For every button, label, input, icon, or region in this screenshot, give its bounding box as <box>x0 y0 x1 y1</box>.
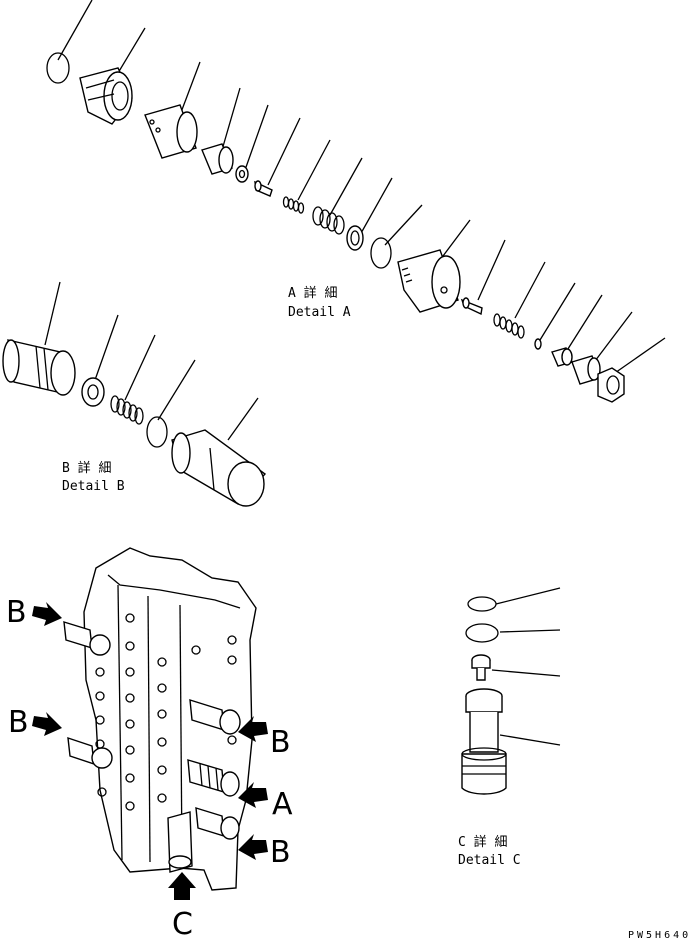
relief-valve-body-icon <box>397 249 461 313</box>
fitting-right-a <box>187 759 240 797</box>
detail-b-group <box>2 281 267 507</box>
fitting-bottom-c <box>167 811 193 873</box>
fitting-left-upper <box>63 621 111 656</box>
callout-b-right-upper: B <box>270 725 291 760</box>
lock-nut-icon <box>597 367 625 403</box>
socket-body-icon <box>79 67 133 125</box>
retainer-ring-icon <box>346 225 364 251</box>
adjust-screw-icon <box>551 347 573 367</box>
arrow-up-icon <box>168 872 196 900</box>
spring-large-icon <box>312 206 345 235</box>
spool-icon <box>2 339 76 396</box>
threaded-screw-icon <box>571 355 601 385</box>
poppet-icon <box>460 297 483 316</box>
seal-icon <box>534 338 542 350</box>
spring-icon <box>110 395 144 425</box>
callout-b-upper-left: B <box>6 595 27 630</box>
o-ring-icon <box>370 237 392 269</box>
valve-cartridge-icon <box>461 688 507 795</box>
retainer-ring-icon <box>81 377 105 407</box>
callout-c-bottom: C <box>172 907 193 940</box>
callout-b-right-lower: B <box>270 835 291 870</box>
detail-c-label-jp: C 詳 細 <box>458 834 507 850</box>
callout-arrows <box>32 602 268 900</box>
sleeve-icon <box>144 104 198 159</box>
fitting-left-lower <box>67 736 113 769</box>
o-ring-icon <box>467 596 497 612</box>
drawing-code: PW5H640 <box>628 930 691 940</box>
arrow-left-icon <box>238 834 268 860</box>
detail-a-label-jp: A 詳 細 <box>288 285 337 301</box>
detail-c-label-en: Detail C <box>458 853 521 868</box>
arrow-left-icon <box>238 716 268 742</box>
spring-icon <box>493 313 525 339</box>
detail-b-label-en: Detail B <box>62 479 125 494</box>
callout-b-lower-left: B <box>8 705 29 740</box>
washer-icon <box>235 165 249 183</box>
detail-a-label-en: Detail A <box>288 305 351 320</box>
pin-icon <box>254 180 273 197</box>
o-ring-icon <box>46 52 70 84</box>
arrow-left-icon <box>238 782 268 808</box>
callout-a-right: A <box>272 787 293 822</box>
control-valve-assembly <box>63 547 257 891</box>
detail-c-group <box>461 587 561 795</box>
fitting-right-upper <box>189 699 241 735</box>
plug-icon <box>171 429 267 507</box>
fitting-right-lower <box>195 807 240 840</box>
screw-icon <box>471 654 491 681</box>
detail-b-label-jp: B 詳 細 <box>62 460 111 476</box>
o-ring-icon <box>465 623 499 643</box>
detail-a-group <box>46 0 666 403</box>
spring-icon <box>282 196 305 214</box>
arrow-right-icon <box>32 602 62 626</box>
valve-piece-icon <box>201 143 234 175</box>
arrow-right-icon <box>32 712 62 736</box>
o-ring-icon <box>146 416 168 448</box>
